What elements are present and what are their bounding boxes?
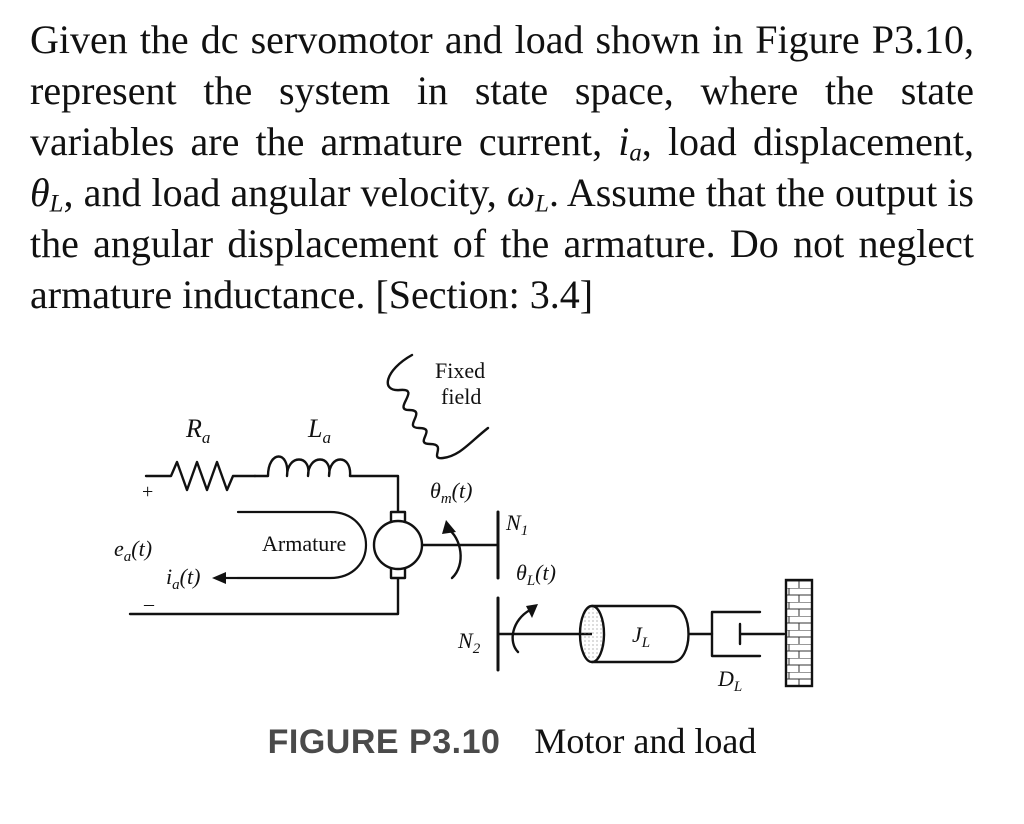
var-ia: ia: [618, 119, 642, 167]
theta-m-arrow: [445, 526, 462, 580]
plus-sign: +: [142, 481, 153, 503]
ra-resistor: [144, 460, 257, 492]
la-label: La: [307, 414, 331, 447]
damper-dl: [710, 610, 786, 658]
dl-label: DL: [717, 666, 742, 695]
theta-l-arrow: [511, 608, 532, 654]
ra-label: Ra: [185, 414, 210, 447]
theta-m-arrowhead: [442, 520, 456, 534]
fixed-field-coil: [386, 353, 490, 460]
ea-label: ea(t): [114, 536, 152, 565]
jl-cylinder: [590, 604, 690, 664]
brick-wall: [784, 578, 814, 688]
figure-number: FIGURE P3.10: [267, 723, 501, 761]
theta-l-arrowhead: [526, 604, 538, 618]
theta-l-label: θL(t): [516, 560, 556, 589]
armature-label: Armature: [262, 531, 346, 556]
jl-label: JL: [632, 622, 650, 651]
ia-arrowhead: [212, 572, 226, 584]
fixed-field-label-1: Fixed: [435, 358, 485, 383]
problem-text-3: , and load angular velocity,: [63, 170, 507, 215]
n2-label: N2: [457, 628, 481, 657]
jl-cylinder-face: [578, 604, 606, 664]
ia-label: ia(t): [166, 564, 200, 593]
problem-text-1: Given the dc servomotor and load shown i…: [30, 17, 974, 164]
la-inductor: [253, 455, 400, 514]
problem-statement: Given the dc servomotor and load shown i…: [30, 14, 974, 320]
armature-loop: [236, 510, 367, 580]
var-theta-l: θL: [30, 170, 64, 218]
motor-armature: [372, 519, 424, 571]
var-omega-l: ωL: [506, 170, 549, 218]
n1-label: N1: [505, 510, 528, 539]
theta-m-label: θm(t): [430, 478, 472, 507]
problem-text-4: . Assume that the output is the angular …: [30, 170, 974, 317]
problem-text-2: , load displacement,: [641, 119, 974, 164]
minus-sign: –: [143, 593, 155, 615]
figure-caption: FIGURE P3.10 Motor and load: [0, 720, 1024, 762]
fixed-field-label-2: field: [441, 384, 481, 409]
figure-caption-text: Motor and load: [534, 721, 757, 761]
bottom-wire: [128, 576, 400, 616]
